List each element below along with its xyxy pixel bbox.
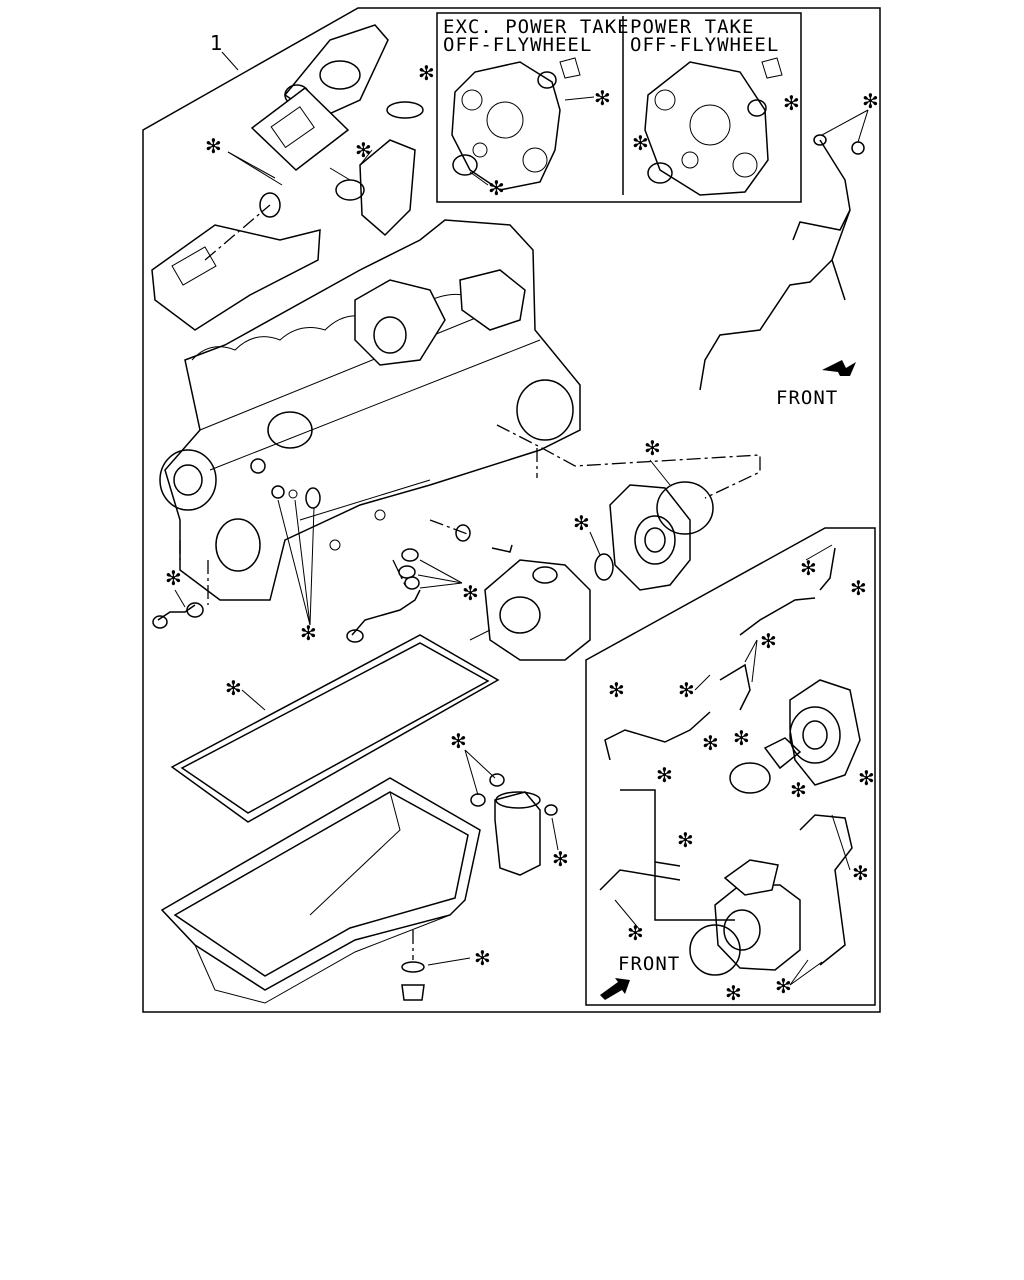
svg-text:✻: ✻ — [355, 138, 372, 162]
oil-pan — [160, 777, 481, 1004]
inset-title-exc-pto-line2: OFF-FLYWHEEL — [443, 34, 592, 56]
svg-text:✻: ✻ — [725, 981, 742, 1005]
flywheel-housing-exc-pto — [451, 57, 581, 191]
svg-text:✻: ✻ — [800, 556, 817, 580]
fuel-injection-pump — [469, 559, 591, 661]
front-arrow-bottom — [600, 978, 630, 1000]
front-label-bottom: FRONT — [618, 953, 680, 975]
pto-cover-plate — [609, 484, 691, 591]
svg-text:✻: ✻ — [488, 176, 505, 200]
svg-text:✻: ✻ — [858, 766, 875, 790]
svg-text:✻: ✻ — [627, 921, 644, 945]
svg-text:✻: ✻ — [608, 678, 625, 702]
front-label-top: FRONT — [776, 387, 838, 409]
svg-text:✻: ✻ — [632, 131, 649, 155]
flywheel-housing-inset: EXC. POWER TAKE OFF-FLYWHEEL POWER TAKE … — [436, 12, 802, 203]
engine-block — [159, 219, 581, 601]
svg-text:✻: ✻ — [462, 581, 479, 605]
svg-text:✻: ✻ — [474, 946, 491, 970]
svg-text:✻: ✻ — [165, 566, 182, 590]
svg-text:✻: ✻ — [300, 621, 317, 645]
svg-text:✻: ✻ — [205, 134, 222, 158]
oil-filter — [470, 773, 558, 876]
svg-text:✻: ✻ — [677, 828, 694, 852]
inset-title-pto-line2: OFF-FLYWHEEL — [630, 34, 779, 56]
svg-text:✻: ✻ — [790, 778, 807, 802]
svg-text:✻: ✻ — [450, 729, 467, 753]
svg-text:✻: ✻ — [225, 676, 242, 700]
part-number-label: 1 — [210, 31, 223, 55]
kit-outline-frame — [142, 7, 881, 1013]
svg-text:✻: ✻ — [862, 89, 879, 113]
svg-text:✻: ✻ — [573, 511, 590, 535]
svg-text:✻: ✻ — [775, 974, 792, 998]
svg-text:✻: ✻ — [702, 731, 719, 755]
svg-text:✻: ✻ — [760, 629, 777, 653]
svg-text:✻: ✻ — [418, 61, 435, 85]
oil-pan-gasket — [170, 634, 500, 823]
part-number-leader — [221, 51, 239, 71]
svg-text:✻: ✻ — [850, 576, 867, 600]
flywheel-housing-pto — [644, 57, 783, 196]
inset-title-exc-pto-line1: EXC. POWER TAKE — [443, 16, 630, 38]
front-arrow-top — [822, 360, 856, 376]
svg-text:✻: ✻ — [552, 847, 569, 871]
svg-text:✻: ✻ — [733, 726, 750, 750]
svg-text:✻: ✻ — [783, 91, 800, 115]
intake-manifold-parts — [151, 24, 424, 331]
svg-text:✻: ✻ — [594, 86, 611, 110]
svg-text:✻: ✻ — [852, 861, 869, 885]
svg-text:✻: ✻ — [678, 678, 695, 702]
turbocharger-inset — [585, 527, 876, 1006]
svg-text:✻: ✻ — [644, 436, 661, 460]
svg-text:✻: ✻ — [656, 763, 673, 787]
injection-pipe-harness — [699, 134, 865, 391]
inset-title-pto-line1: POWER TAKE — [630, 16, 754, 38]
